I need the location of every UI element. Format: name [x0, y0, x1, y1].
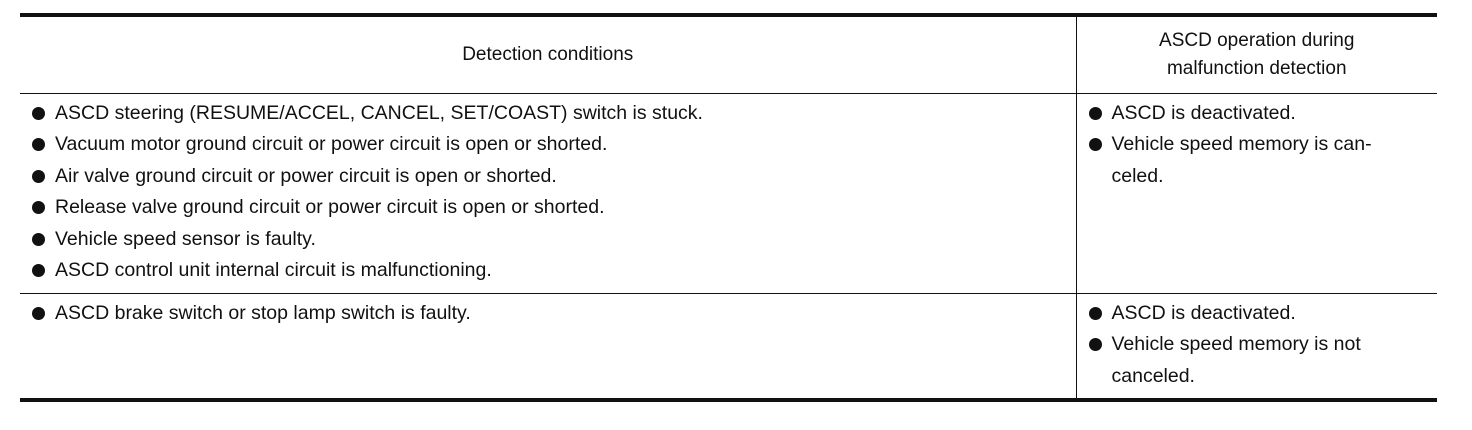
malfunction-detection-table: Detection conditions ASCD operation duri… [20, 13, 1437, 402]
row2-conditions-list: ASCD brake switch or stop lamp switch is… [30, 298, 1066, 330]
bullet-icon [1088, 106, 1102, 120]
bullet-icon [1088, 138, 1102, 151]
condition-text: Vehicle speed sensor is faulty. [55, 227, 316, 250]
condition-text: ASCD brake switch or stop lamp switch is… [55, 301, 471, 324]
list-item: ASCD control unit internal circuit is ma… [30, 255, 1066, 287]
header-detection-conditions: Detection conditions [20, 13, 1077, 94]
bullet-icon [32, 306, 45, 320]
row2-operations-cell: ASCD is deactivated. Vehicle speed memor… [1076, 293, 1437, 402]
condition-text: Air valve ground circuit or power circui… [55, 164, 557, 187]
row1-operations-list: ASCD is deactivated. Vehicle speed memor… [1087, 98, 1428, 193]
list-item: Release valve ground circuit or power ci… [30, 192, 1066, 224]
list-item: Vehicle speed memory is not canceled. [1087, 329, 1428, 392]
list-item: ASCD is deactivated. [1087, 298, 1428, 330]
row1-conditions-cell: ASCD steering (RESUME/ACCEL, CANCEL, SET… [20, 93, 1077, 294]
malfunction-table-container: Detection conditions ASCD operation duri… [20, 13, 1437, 402]
condition-text: ASCD steering (RESUME/ACCEL, CANCEL, SET… [55, 101, 703, 124]
operation-text: Vehicle speed memory is can- [1111, 133, 1372, 155]
row1-conditions-list: ASCD steering (RESUME/ACCEL, CANCEL, SET… [30, 98, 1066, 287]
operation-text: ASCD is deactivated. [1111, 101, 1296, 124]
header-ascd-operation: ASCD operation during malfunction detect… [1076, 13, 1437, 94]
list-item: Air valve ground circuit or power circui… [30, 161, 1066, 193]
operation-text: Vehicle speed memory is not [1111, 333, 1361, 355]
operation-text: ASCD is deactivated. [1111, 301, 1296, 324]
condition-text: Vacuum motor ground circuit or power cir… [55, 133, 608, 155]
row2-conditions-cell: ASCD brake switch or stop lamp switch is… [20, 293, 1077, 402]
table-row: ASCD steering (RESUME/ACCEL, CANCEL, SET… [20, 93, 1437, 294]
condition-text: Release valve ground circuit or power ci… [55, 196, 605, 218]
bullet-icon [32, 138, 45, 151]
list-item: Vehicle speed memory is can-celed. [1087, 129, 1428, 192]
bullet-icon [1088, 306, 1102, 320]
bullet-icon [32, 169, 45, 183]
bullet-icon [32, 264, 45, 277]
header-detection-label: Detection conditions [462, 43, 634, 65]
bullet-icon [32, 201, 45, 214]
header-operation-line2: malfunction detection [1166, 57, 1347, 79]
bullet-icon [32, 106, 45, 120]
list-item: ASCD is deactivated. [1087, 98, 1428, 130]
header-operation-line1: ASCD operation during [1159, 29, 1355, 51]
list-item: Vehicle speed sensor is faulty. [30, 224, 1066, 256]
table-row: ASCD brake switch or stop lamp switch is… [20, 293, 1437, 402]
operation-text-continued: canceled. [1111, 364, 1195, 387]
table-header-row: Detection conditions ASCD operation duri… [20, 13, 1437, 94]
row1-operations-cell: ASCD is deactivated. Vehicle speed memor… [1076, 93, 1437, 294]
condition-text: ASCD control unit internal circuit is ma… [55, 259, 492, 281]
list-item: ASCD steering (RESUME/ACCEL, CANCEL, SET… [30, 98, 1066, 130]
bullet-icon [32, 232, 45, 246]
row2-operations-list: ASCD is deactivated. Vehicle speed memor… [1087, 298, 1428, 393]
bullet-icon [1088, 338, 1102, 351]
list-item: Vacuum motor ground circuit or power cir… [30, 129, 1066, 161]
list-item: ASCD brake switch or stop lamp switch is… [30, 298, 1066, 330]
operation-text-continued: celed. [1111, 164, 1164, 187]
